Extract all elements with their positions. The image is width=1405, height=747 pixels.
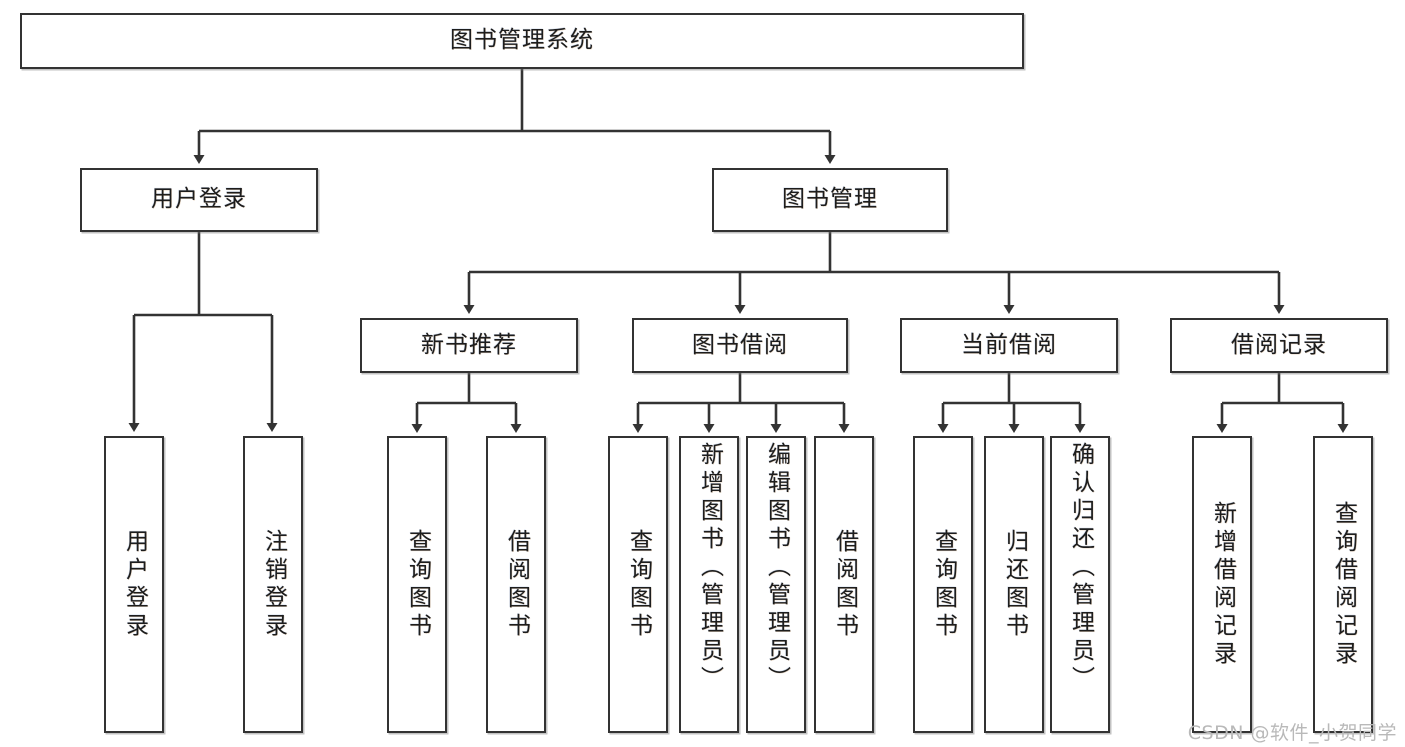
node-leaf-borrow-book[interactable]: 借阅图书 [814, 436, 874, 733]
node-leaf-add-book-label: 新增图书（管理员） [696, 442, 723, 694]
node-borrow-record-label: 借阅记录 [1231, 331, 1327, 358]
node-user-login[interactable]: 用户登录 [80, 168, 318, 232]
node-current-borrow[interactable]: 当前借阅 [900, 318, 1118, 373]
node-leaf-borrow-book-rec[interactable]: 借阅图书 [486, 436, 546, 733]
node-borrow-record[interactable]: 借阅记录 [1170, 318, 1388, 373]
node-leaf-query-record[interactable]: 查询借阅记录 [1313, 436, 1373, 733]
node-book-borrow[interactable]: 图书借阅 [632, 318, 848, 373]
node-leaf-query-book-rec[interactable]: 查询图书 [387, 436, 447, 733]
node-leaf-user-login-label: 用户登录 [121, 528, 148, 641]
node-leaf-edit-book[interactable]: 编辑图书（管理员） [746, 436, 806, 733]
edges-root [193, 69, 836, 164]
node-leaf-add-book[interactable]: 新增图书（管理员） [679, 436, 739, 733]
edges-book-borrow [632, 373, 850, 433]
node-leaf-confirm-return-label: 确认归还（管理员） [1067, 442, 1094, 694]
node-book-manage-label: 图书管理 [782, 186, 878, 213]
node-leaf-confirm-return[interactable]: 确认归还（管理员） [1050, 436, 1110, 733]
node-new-book-rec[interactable]: 新书推荐 [360, 318, 578, 373]
node-book-borrow-label: 图书借阅 [692, 331, 788, 358]
node-leaf-add-record-label: 新增借阅记录 [1209, 500, 1236, 669]
node-leaf-add-record[interactable]: 新增借阅记录 [1192, 436, 1252, 733]
node-book-manage[interactable]: 图书管理 [712, 168, 948, 232]
edges-new-book-rec [411, 373, 522, 433]
node-root[interactable]: 图书管理系统 [20, 13, 1024, 69]
node-leaf-return-book[interactable]: 归还图书 [984, 436, 1044, 733]
node-leaf-query-book-rec-label: 查询图书 [404, 528, 431, 641]
node-leaf-logout[interactable]: 注销登录 [243, 436, 303, 733]
node-leaf-return-book-label: 归还图书 [1001, 528, 1028, 641]
node-leaf-query-book-label: 查询图书 [625, 528, 652, 641]
node-leaf-query-book-cur[interactable]: 查询图书 [913, 436, 973, 733]
node-leaf-query-book-cur-label: 查询图书 [930, 528, 957, 641]
node-leaf-query-record-label: 查询借阅记录 [1330, 500, 1357, 669]
node-user-login-label: 用户登录 [151, 186, 247, 213]
node-root-label: 图书管理系统 [450, 27, 594, 54]
node-leaf-logout-label: 注销登录 [260, 528, 287, 641]
edges-book-manage [463, 232, 1285, 314]
node-leaf-borrow-book-label: 借阅图书 [831, 528, 858, 641]
edges-user-login [128, 232, 278, 432]
node-current-borrow-label: 当前借阅 [961, 331, 1057, 358]
node-new-book-rec-label: 新书推荐 [421, 331, 517, 358]
node-leaf-user-login[interactable]: 用户登录 [104, 436, 164, 733]
node-leaf-edit-book-label: 编辑图书（管理员） [763, 442, 790, 694]
node-leaf-query-book[interactable]: 查询图书 [608, 436, 668, 733]
edges-current-borrow [937, 373, 1086, 433]
node-leaf-borrow-book-rec-label: 借阅图书 [503, 528, 530, 641]
edges-borrow-record [1216, 373, 1349, 433]
